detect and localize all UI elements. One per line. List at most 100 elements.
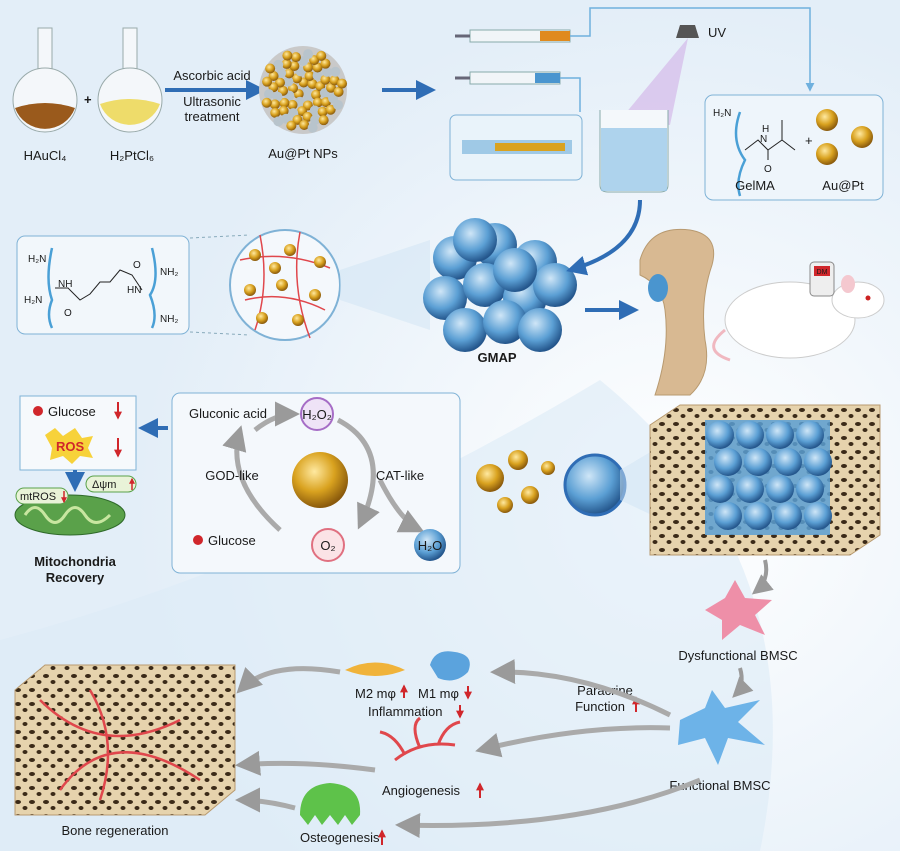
nanoparticle-bump — [270, 107, 281, 118]
released-nanoparticles — [476, 450, 555, 513]
au-pt-nanoparticle — [259, 46, 348, 134]
au-pt-particle — [816, 109, 838, 131]
scaffold-to-dysfunctional-arrow — [751, 559, 774, 595]
label-god-like: GOD-like — [205, 468, 258, 483]
nanoparticle-bump — [299, 119, 310, 130]
nanoparticle-bump — [317, 106, 328, 117]
gmap-microsphere — [533, 263, 577, 307]
nanoparticle-bump — [329, 75, 340, 86]
rat — [712, 275, 885, 362]
nanoparticle-bump — [273, 59, 284, 70]
scaffold-microsphere — [736, 475, 764, 503]
nanoparticle-bump — [276, 68, 287, 79]
h2o2-bubble — [300, 397, 334, 431]
zoom-guide-line — [189, 234, 251, 239]
embedded-nanoparticle — [256, 312, 268, 324]
label-h2o: H₂O — [418, 538, 443, 553]
label-delta-psi: Δψm — [92, 479, 116, 491]
label-gelma: GelMA — [735, 178, 775, 193]
gelma-h2n: H₂N — [713, 108, 731, 119]
au-pt-particle — [851, 126, 873, 148]
zoom-nanoparticles — [244, 244, 326, 326]
nanoparticle-bump — [273, 116, 284, 127]
nanoparticle-bump — [283, 76, 294, 87]
struct-h2n-1: H₂N — [28, 254, 46, 265]
plus-sign: + — [84, 92, 92, 107]
flask-haucl4 — [12, 27, 78, 133]
cat-arc-arrow-2 — [377, 478, 425, 533]
femur-bone — [639, 228, 715, 396]
nanoparticle-bump — [262, 76, 273, 87]
angio-to-bone-arrow — [235, 750, 376, 776]
god-arc-arrow-2 — [253, 401, 300, 432]
embedded-nanoparticle — [284, 244, 296, 256]
embedded-nanoparticle — [249, 249, 261, 261]
cat-arc-arrow — [336, 417, 380, 530]
released-nanoparticle — [521, 486, 539, 504]
gmap-microsphere-cluster — [423, 218, 577, 352]
scaffold-microsphere — [706, 475, 734, 503]
delta-psi-tag — [85, 475, 137, 493]
label-au-pt: Au@Pt — [822, 178, 864, 193]
glucometer: DM — [809, 261, 835, 297]
chip-needle — [495, 143, 565, 151]
scaffold-microsphere — [744, 502, 772, 530]
nanoparticle-bump — [265, 63, 276, 74]
gelma-n: N — [760, 134, 767, 145]
au-pt-particle — [816, 143, 838, 165]
scaffold-microsphere — [774, 448, 802, 476]
scaffold-microsphere — [804, 448, 832, 476]
struct-o-2: O — [133, 260, 141, 271]
syringe-top — [455, 29, 571, 43]
nanoparticle-bump — [304, 70, 315, 81]
label-gluconic-acid: Gluconic acid — [189, 406, 267, 421]
scaffold-microsphere — [736, 421, 764, 449]
o2-bubble — [311, 528, 345, 562]
nanoparticle-bump — [318, 115, 329, 126]
gmap-microsphere — [443, 308, 487, 352]
embedded-nanoparticle — [269, 262, 281, 274]
scaffold-microsphere — [714, 448, 742, 476]
released-nanoparticle — [541, 461, 555, 475]
label-recovery: Recovery — [46, 570, 105, 585]
nanoparticle-bump — [325, 104, 336, 115]
bmsc-to-osteogenesis-arrow — [395, 777, 701, 839]
regenerated-bone-block — [14, 664, 236, 816]
gmap-microsphere — [493, 248, 537, 292]
label-h2o2: H₂O₂ — [302, 407, 332, 422]
gelma-o: O — [764, 164, 772, 175]
gmap-microsphere — [423, 276, 467, 320]
nanoparticle-bump — [333, 86, 344, 97]
nanoparticle-bump — [286, 120, 297, 131]
nanoparticle-bump — [287, 99, 298, 110]
beaker — [599, 110, 669, 193]
nanoparticle-bump — [321, 66, 332, 77]
scaffold-microsphere — [774, 502, 802, 530]
nanoparticle-bump — [330, 66, 341, 77]
gel-chain-right — [148, 247, 157, 329]
nanoparticle-bump — [303, 92, 314, 103]
label-function: Function — [575, 699, 625, 714]
gmap-microsphere — [483, 300, 527, 344]
scaffold-microsphere — [804, 502, 832, 530]
label-inflammation: Inflammation — [368, 704, 442, 719]
scaffold-microsphere — [796, 421, 824, 449]
cascade-nanozyme — [292, 452, 348, 508]
gelma-h: H — [762, 124, 769, 135]
nanoparticle-bump — [263, 89, 274, 100]
struct-o-1: O — [64, 308, 72, 319]
m2-macrophage-cell — [345, 662, 405, 676]
embedded-nanoparticle — [276, 279, 288, 291]
functional-bmsc-cell — [678, 690, 765, 765]
nanoparticle-bump — [303, 49, 314, 60]
label-mtros: mtROS — [20, 491, 56, 503]
label-o2: O₂ — [320, 538, 335, 553]
nanoparticle-bump — [290, 52, 301, 63]
scaffold-microsphere — [796, 475, 824, 503]
nanoparticle-bump — [261, 97, 272, 108]
god-arc-arrow — [222, 425, 282, 532]
osteoblast-cell — [300, 783, 361, 825]
bone-scaffold-block — [649, 404, 881, 556]
label-cat-like: CAT-like — [376, 468, 424, 483]
